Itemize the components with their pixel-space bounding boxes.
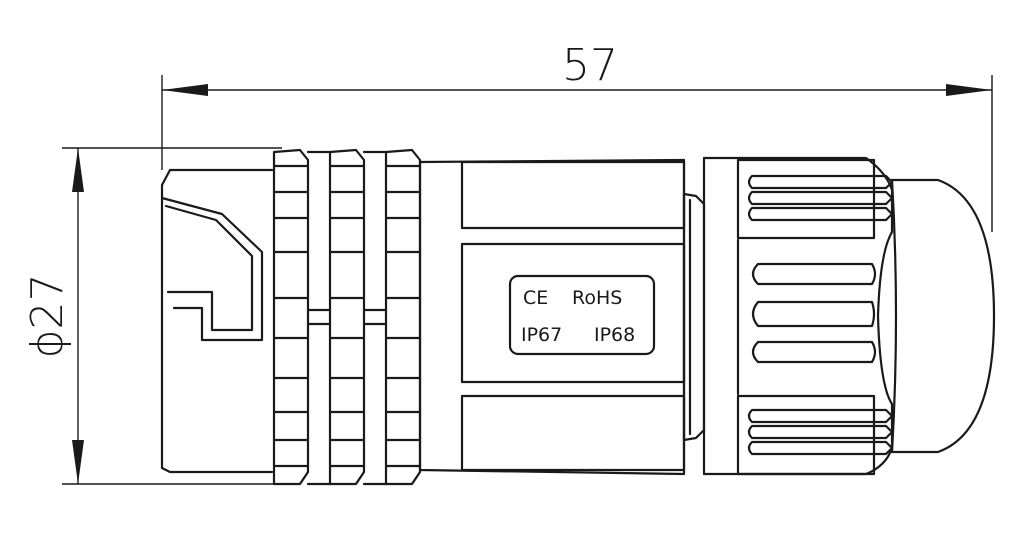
label-ip67: IP67 <box>521 324 562 346</box>
arrowhead-right <box>946 84 992 96</box>
arrowhead-bottom <box>72 440 84 484</box>
knurl-band-2 <box>328 148 366 486</box>
diameter-value: ϕ27 <box>22 273 73 358</box>
sealing-ring <box>682 192 706 442</box>
arrowhead-top <box>72 148 84 192</box>
label-rohs: RoHS <box>572 287 622 309</box>
knurl-band-3 <box>384 148 422 486</box>
label-ce: CE <box>523 287 548 309</box>
arrowhead-left <box>162 84 208 96</box>
label-ip68: IP68 <box>594 324 635 346</box>
diameter-dimension: ϕ27 <box>22 147 300 485</box>
main-body-housing <box>418 158 686 476</box>
rear-dome-cap <box>890 178 996 454</box>
cable-gland-nut <box>702 156 894 476</box>
label-plate: CE RoHS IP67 IP68 <box>508 274 656 356</box>
knurl-band-1 <box>272 148 310 486</box>
length-value: 57 <box>562 40 618 91</box>
length-dimension: 57 <box>161 40 993 232</box>
front-coupling-nose <box>160 168 274 474</box>
knurled-coupling-nut <box>272 148 422 486</box>
